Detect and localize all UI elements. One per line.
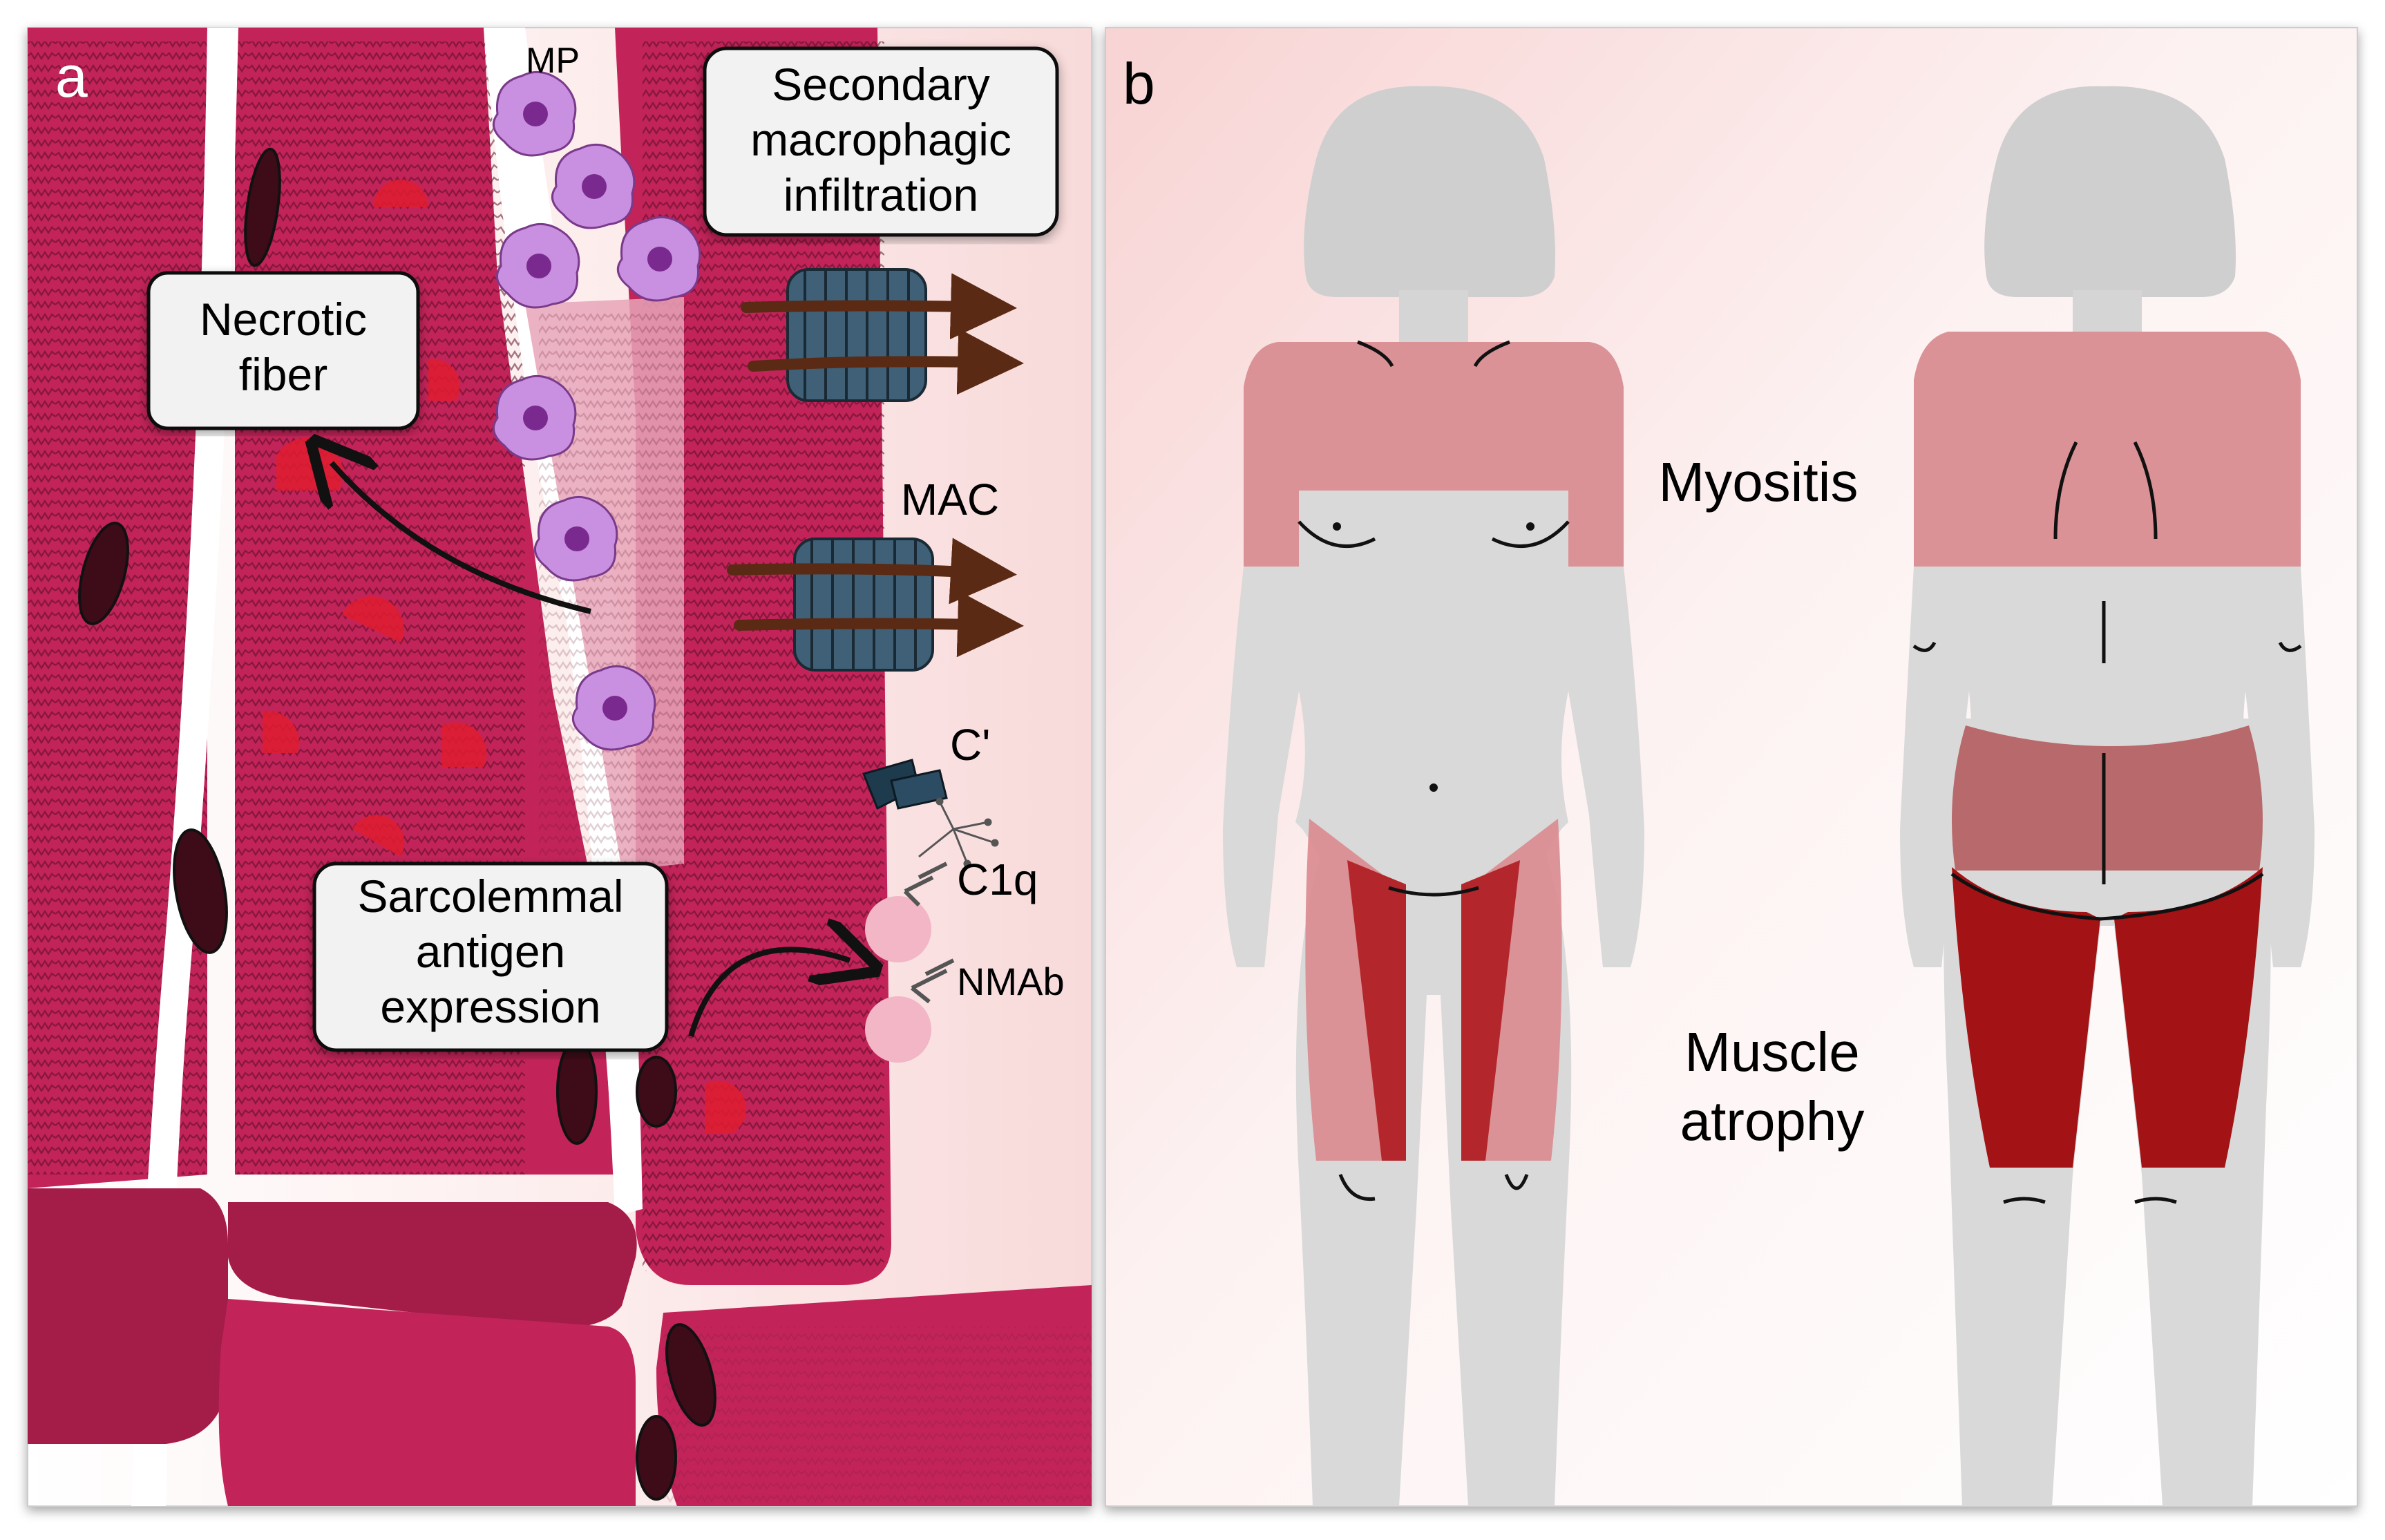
antigen-marker	[263, 711, 299, 753]
muscle-fiber-bottom-mid	[228, 1202, 637, 1328]
efflux-arrow	[748, 328, 1024, 395]
mac-complex-lower	[793, 538, 934, 672]
front-body-figure	[1223, 86, 1644, 1506]
mp-label: MP	[526, 41, 580, 81]
panel-letter-b: b	[1123, 51, 1155, 116]
complement-component	[862, 759, 948, 810]
back-buttocks-myositis	[1952, 725, 2263, 871]
front-thigh-atrophy	[1347, 860, 1406, 1161]
back-body-figure	[1900, 86, 2315, 1506]
muscle-fiber-bottom-left	[28, 1188, 228, 1444]
macrophages	[492, 70, 701, 751]
callout-line: infiltration	[783, 169, 978, 220]
back-body-details	[1912, 441, 2302, 1204]
front-thigh-atrophy	[1461, 860, 1520, 1161]
efflux-arrow	[734, 591, 1024, 658]
atrophy-label-line: atrophy	[1680, 1090, 1865, 1152]
secondary-infiltration-callout: Secondary macrophagic infiltration	[703, 46, 1059, 237]
antigen-marker	[342, 596, 404, 643]
front-head	[1304, 86, 1555, 298]
macrophage	[533, 495, 618, 582]
front-body-details	[1298, 340, 1570, 1201]
front-myositis-region	[1244, 342, 1624, 567]
bottom-striations	[663, 1327, 1092, 1506]
macrophage	[492, 70, 577, 157]
front-body	[1223, 342, 1644, 967]
nmab-label: NMAb	[957, 960, 1065, 1003]
back-head	[1984, 86, 2236, 298]
nucleus	[636, 1056, 677, 1128]
back-thigh-atrophy	[1952, 867, 2100, 1168]
macrophage	[551, 143, 636, 229]
efflux-arrow	[727, 538, 1017, 605]
nucleus	[665, 1323, 716, 1427]
mac-label: MAC	[901, 475, 999, 524]
antigen-marker	[373, 180, 428, 207]
myositis-label: Myositis	[1659, 451, 1859, 513]
back-thigh-atrophy	[2114, 867, 2263, 1168]
panel-a: Necrotic fiber Secondary macrophagic inf…	[27, 27, 1092, 1507]
macrophage	[616, 216, 701, 302]
antigen-marker	[705, 1081, 747, 1133]
callout-line: antigen	[416, 926, 566, 977]
complement-label: C'	[950, 720, 990, 770]
antigen-markers	[263, 180, 747, 1133]
callout-line: expression	[380, 981, 600, 1032]
callout-line: Secondary	[772, 59, 990, 110]
antibody-c1q	[903, 862, 948, 907]
back-myositis-region	[1914, 332, 2301, 567]
antigen-bubble	[865, 896, 931, 962]
front-detail-dot	[1429, 783, 1438, 792]
antigen-marker	[428, 359, 460, 401]
callout-line: Necrotic	[200, 294, 367, 345]
necrosis-arrow	[332, 463, 591, 614]
macrophage	[571, 665, 656, 751]
c1q-molecule	[918, 797, 999, 868]
front-detail-dot	[1526, 522, 1534, 531]
front-neck	[1399, 290, 1468, 345]
sarcolemmal-callout: Sarcolemmal antigen expression	[312, 862, 669, 1052]
front-detail-dot	[1333, 522, 1341, 531]
panel-letter-a: a	[55, 44, 88, 109]
atrophy-label-line: Muscle	[1684, 1021, 1859, 1083]
expression-arrow	[688, 949, 850, 1038]
nucleus	[78, 522, 129, 625]
nucleus	[556, 1038, 598, 1145]
antigen-bubble	[865, 996, 931, 1063]
nucleus	[636, 1415, 677, 1501]
muscle-fiber-bottom-row	[218, 1299, 636, 1506]
efflux-arrows	[727, 273, 1024, 658]
antigen-marker	[352, 815, 405, 857]
nucleus	[173, 828, 228, 954]
nucleus	[244, 147, 281, 267]
efflux-arrow	[741, 273, 1017, 340]
mac-complex-upper	[786, 268, 927, 402]
macrophage	[492, 374, 577, 461]
panel-b: Myositis Muscle atrophy b	[1105, 27, 2358, 1507]
antigen-marker	[442, 722, 487, 767]
antibodies	[903, 862, 955, 1004]
necrotic-fiber-callout: Necrotic fiber	[146, 271, 420, 430]
macrophage	[495, 222, 580, 309]
c1q-label: C1q	[957, 855, 1038, 904]
callout-line: macrophagic	[750, 114, 1011, 165]
callout-line: Sarcolemmal	[357, 871, 623, 922]
antibody-nmab	[911, 958, 955, 1004]
callout-line: fiber	[239, 349, 327, 400]
